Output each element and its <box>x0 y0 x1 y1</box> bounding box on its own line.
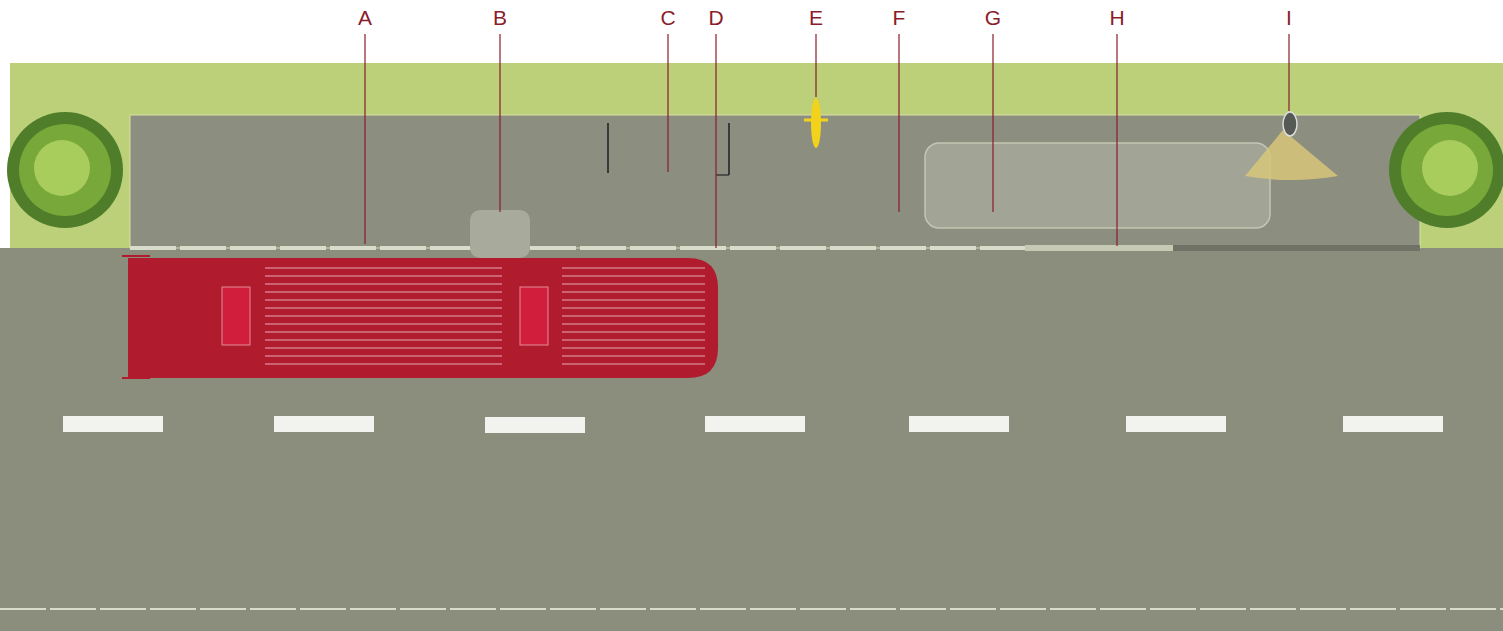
callout-letter: I <box>1286 6 1292 30</box>
curb <box>130 246 1420 250</box>
bus <box>122 256 718 378</box>
bracket <box>716 174 729 176</box>
callout-letter: E <box>809 6 823 30</box>
tree <box>1389 112 1503 228</box>
callout-letter: C <box>660 6 675 30</box>
street-lamp <box>1245 112 1338 180</box>
bus-stop-sign <box>804 98 828 148</box>
platform <box>130 115 1420 248</box>
road <box>0 248 1503 631</box>
callout-letter: A <box>358 6 372 30</box>
lane-marking <box>63 416 1443 433</box>
leader-lines <box>365 34 1289 248</box>
shelter-post <box>607 123 609 173</box>
shelter-post <box>728 123 730 175</box>
callout-letter: F <box>893 6 906 30</box>
curb <box>1173 245 1420 251</box>
callout-letter: B <box>493 6 507 30</box>
callout-letter: G <box>985 6 1001 30</box>
waiting-area <box>925 143 1270 228</box>
tactile-curb <box>1025 245 1173 251</box>
curb <box>0 608 1503 610</box>
tree <box>7 112 123 228</box>
callout-letter: D <box>708 6 723 30</box>
grass <box>10 63 1503 115</box>
ramp <box>470 210 530 258</box>
callout-letter: H <box>1109 6 1124 30</box>
